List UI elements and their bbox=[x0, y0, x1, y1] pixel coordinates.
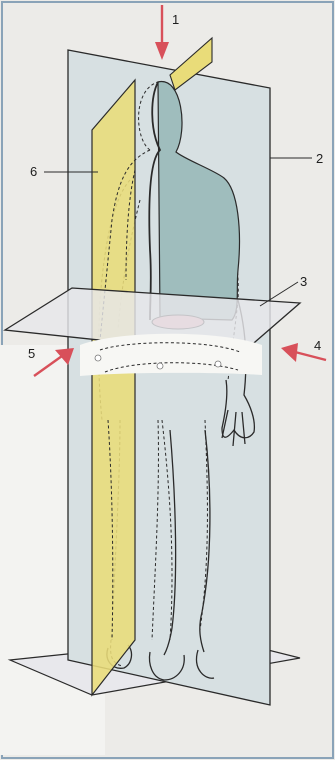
label-6: 6 bbox=[30, 164, 37, 179]
label-5: 5 bbox=[28, 346, 35, 361]
label-1: 1 bbox=[172, 12, 179, 27]
label-2: 2 bbox=[316, 151, 323, 166]
label-4: 4 bbox=[314, 338, 321, 353]
label-3: 3 bbox=[300, 274, 307, 289]
hip-band bbox=[80, 334, 262, 376]
sagittal-plane bbox=[92, 80, 135, 695]
